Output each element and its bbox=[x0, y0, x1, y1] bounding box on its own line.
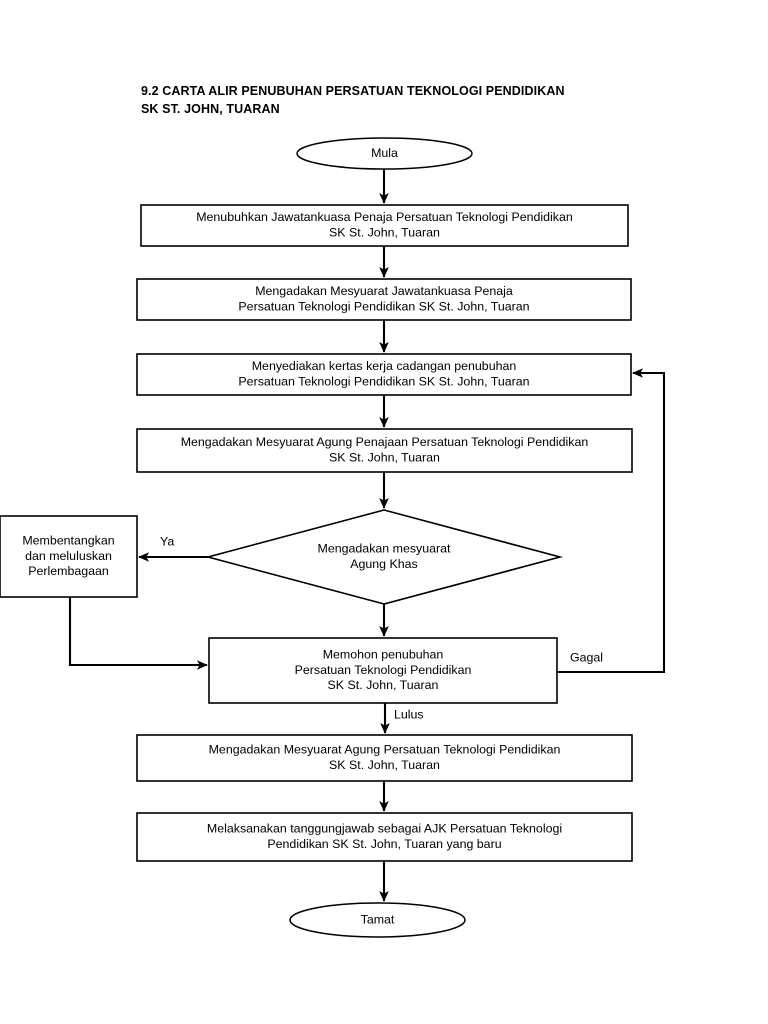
process-shape-p2 bbox=[136, 278, 632, 321]
terminator-shape-end bbox=[289, 902, 466, 938]
process-shape-p7 bbox=[136, 734, 633, 782]
edge-label-e-d1-p5: Ya bbox=[160, 534, 174, 548]
edge-label-e-p6-gagal: Gagal bbox=[570, 650, 603, 664]
flow-node-p4-text-line-2: SK St. John, Tuaran bbox=[329, 450, 440, 464]
flow-node-p6-text-line-3: SK St. John, Tuaran bbox=[328, 678, 439, 692]
process-shape-p6 bbox=[208, 637, 558, 704]
flow-node-p6-text-line-2: Persatuan Teknologi Pendidikan bbox=[295, 663, 472, 677]
flow-node-p3-text-line-2: Persatuan Teknologi Pendidikan SK St. Jo… bbox=[238, 374, 529, 388]
flow-node-p8[interactable]: Melaksanakan tanggungjawab sebagai AJK P… bbox=[136, 812, 633, 862]
flow-node-p4-text-line-1: Mengadakan Mesyuarat Agung Penajaan Pers… bbox=[181, 435, 589, 449]
flow-node-d1-text-line-1: Mengadakan mesyuarat bbox=[318, 542, 451, 556]
flow-node-p2[interactable]: Mengadakan Mesyuarat Jawatankuasa Penaja… bbox=[136, 278, 632, 321]
flow-node-p5-text-line-3: Perlembagaan bbox=[28, 564, 109, 578]
page-title-line-1: 9.2 CARTA ALIR PENUBUHAN PERSATUAN TEKNO… bbox=[141, 84, 565, 98]
flow-node-start[interactable]: Mula bbox=[296, 137, 473, 170]
flow-node-p1[interactable]: Menubuhkan Jawatankuasa Penaja Persatuan… bbox=[140, 204, 629, 247]
flow-node-end[interactable]: Tamat bbox=[289, 902, 466, 938]
flow-node-p8-text-line-1: Melaksanakan tanggungjawab sebagai AJK P… bbox=[207, 822, 562, 836]
page-title: 9.2 CARTA ALIR PENUBUHAN PERSATUAN TEKNO… bbox=[141, 82, 641, 118]
terminator-shape-start bbox=[296, 137, 473, 170]
flow-node-p1-text-line-1: Menubuhkan Jawatankuasa Penaja Persatuan… bbox=[196, 210, 573, 224]
flow-node-p7-text-line-2: SK St. John, Tuaran bbox=[329, 758, 440, 772]
flow-node-d1-text-line-2: Agung Khas bbox=[350, 557, 418, 571]
flow-node-p7[interactable]: Mengadakan Mesyuarat Agung Persatuan Tek… bbox=[136, 734, 633, 782]
edge-label-e-p6-lulus: Lulus bbox=[394, 707, 424, 721]
flow-node-p2-text-line-1: Mengadakan Mesyuarat Jawatankuasa Penaja bbox=[255, 284, 513, 298]
flow-node-p5-text-line-2: dan meluluskan bbox=[25, 549, 112, 563]
decision-shape-d1 bbox=[204, 509, 564, 605]
flow-node-p3[interactable]: Menyediakan kertas kerja cadangan penubu… bbox=[136, 353, 632, 396]
page-title-line-2: SK ST. JOHN, TUARAN bbox=[141, 102, 280, 117]
flow-node-p5-text-line-1: Membentangkan bbox=[22, 534, 114, 548]
flow-node-p6-text-line-1: Memohon penubuhan bbox=[323, 648, 444, 662]
flowchart-edges bbox=[68, 169, 666, 902]
flow-node-p3-text-line-1: Menyediakan kertas kerja cadangan penubu… bbox=[252, 359, 517, 373]
flow-node-start-text-line-1: Mula bbox=[371, 146, 398, 160]
flow-node-p2-text-line-2: Persatuan Teknologi Pendidikan SK St. Jo… bbox=[238, 299, 529, 313]
flow-node-p8-text-line-2: Pendidikan SK St. John, Tuaran yang baru bbox=[267, 837, 501, 851]
flow-node-p1-text-line-2: SK St. John, Tuaran bbox=[329, 225, 440, 239]
process-shape-p4 bbox=[136, 428, 633, 473]
process-shape-p3 bbox=[136, 353, 632, 396]
flow-node-end-text-line-1: Tamat bbox=[361, 912, 395, 926]
process-shape-p1 bbox=[140, 204, 629, 247]
flow-connector-e-p5-p6 bbox=[68, 597, 208, 670]
flow-connector-e-p6-gagal bbox=[557, 368, 666, 674]
flow-node-p4[interactable]: Mengadakan Mesyuarat Agung Penajaan Pers… bbox=[136, 428, 633, 473]
process-shape-p5 bbox=[0, 515, 138, 598]
flow-node-p7-text-line-1: Mengadakan Mesyuarat Agung Persatuan Tek… bbox=[209, 743, 561, 757]
process-shape-p8 bbox=[136, 812, 633, 862]
